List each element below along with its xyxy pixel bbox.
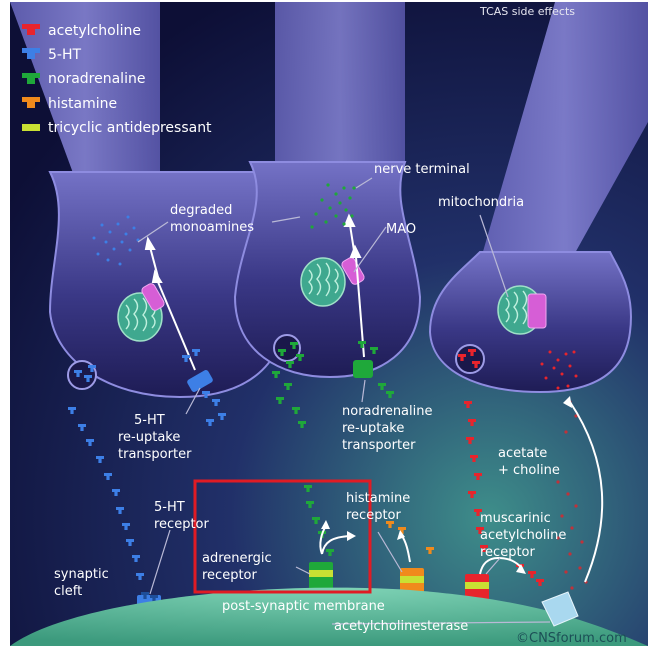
label-na-reuptake-3: transporter [342,438,416,453]
tricyclic-block-histamine [400,576,424,583]
label-mitochondria: mitochondria [438,195,524,210]
legend-label: 5-HT [48,47,81,63]
post-synaptic-membrane [10,587,648,646]
label-postsynaptic-membrane: post-synaptic membrane [222,599,385,614]
label-adrenergic-1: adrenergic [202,551,272,566]
label-ht-reuptake-1: 5-HT [134,413,165,428]
label-na-reuptake-1: noradrenaline [342,404,432,419]
histamine-molecule-icon [22,97,40,108]
axon-right [480,2,648,262]
diagram-title: TCAS side effects [479,5,575,18]
legend-label: noradrenaline [48,71,145,87]
label-muscarinic-2: acetylcholine [480,528,566,543]
leader-lines [137,177,551,625]
arrow-heads [321,396,572,574]
serotonin-molecule-icon [22,48,40,59]
legend-item-acetylcholine: acetylcholine [22,23,141,39]
label-ht-reuptake-2: re-uptake [118,430,180,445]
degraded-monoamines-blue [92,215,140,266]
acetate-choline-dots [556,400,588,590]
label-acetylcholinesterase: acetylcholinesterase [334,619,468,634]
label-muscarinic-1: muscarinic [480,511,551,526]
mao-left [141,283,165,311]
mao-right [527,293,547,329]
legend-item-noradrenaline: noradrenaline [22,71,145,87]
legend-item-histamine: histamine [22,96,117,112]
legend: acetylcholine 5-HT noradrenaline histami… [22,23,212,136]
copyright-text: ©CNSforum.com [516,631,627,646]
degraded-acetylcholine [540,350,578,390]
label-adrenergic-2: receptor [202,568,258,583]
synapse-diagram: TCAS side effects acetylcholine 5-HT nor… [10,2,648,646]
acetylcholinesterase-enzyme [541,591,579,627]
label-cleft: cleft [54,584,82,599]
label-choline: + choline [498,463,560,478]
label-muscarinic-3: receptor [480,545,536,560]
noradrenaline-molecule-icon [22,73,40,84]
reuptake-arrows [144,213,365,371]
label-synaptic: synaptic [54,567,109,582]
label-nerve-terminal: nerve terminal [374,162,470,177]
legend-label: tricyclic antidepressant [48,120,212,136]
legend-item-tricyclic: tricyclic antidepressant [22,120,212,136]
ht-reuptake-transporter [187,370,213,392]
diagram-canvas: TCAS side effects acetylcholine 5-HT nor… [10,2,648,646]
label-ht-receptor-2: receptor [154,517,210,532]
label-acetate: acetate [498,446,547,461]
label-histamine-receptor-2: receptor [346,508,402,523]
legend-label: histamine [48,96,117,112]
legend-label: acetylcholine [48,23,141,39]
tricyclic-block-muscarinic [465,582,489,589]
acetylcholine-molecule-icon [22,24,40,35]
degraded-monoamines-green [310,183,356,229]
label-na-reuptake-2: re-uptake [342,421,404,436]
label-mao: MAO [386,222,416,237]
label-monoamines: monoamines [170,220,254,235]
label-histamine-receptor-1: histamine [346,491,410,506]
tricyclic-bar-icon [22,124,40,131]
axon-middle [275,2,405,162]
vesicle-middle [273,334,301,362]
highlight-box [193,479,372,594]
mitochondria-middle [300,257,346,307]
na-reuptake-transporter [353,360,373,378]
tricyclic-block-adrenergic [309,570,333,577]
axon-left [10,2,160,192]
label-degraded: degraded [170,203,232,218]
label-ht-receptor-1: 5-HT [154,500,185,515]
label-ht-reuptake-3: transporter [118,447,192,462]
legend-item-5ht: 5-HT [22,47,81,63]
